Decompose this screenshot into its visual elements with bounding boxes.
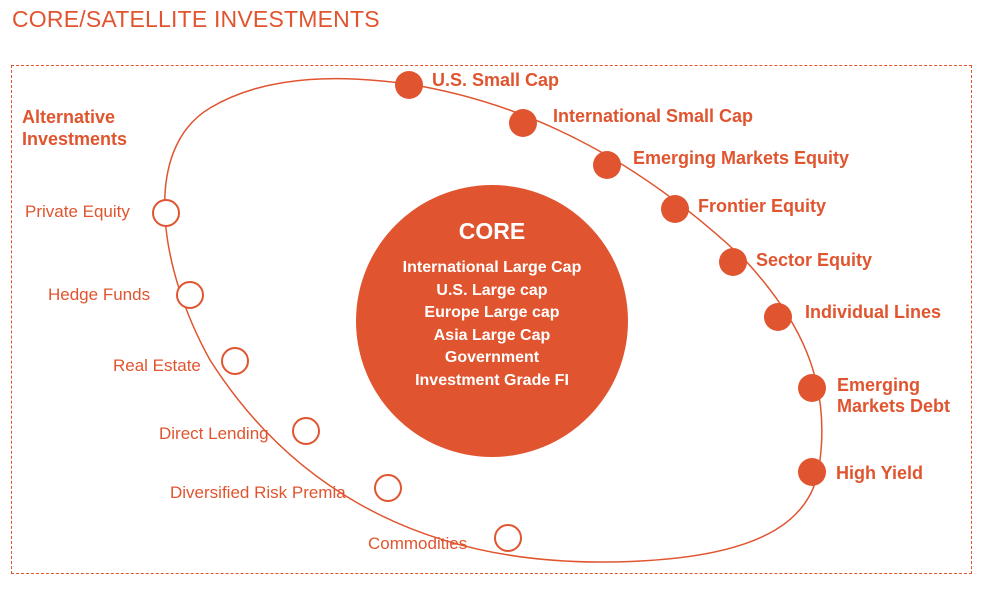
alternative-dot-commodities [494, 524, 522, 552]
satellite-dot-frontier-equity [661, 195, 689, 223]
satellite-dot-individual-lines [764, 303, 792, 331]
alternative-dot-direct-lending [292, 417, 320, 445]
satellite-dot-emerging-markets-equity [593, 151, 621, 179]
core-title: CORE [458, 218, 526, 244]
satellite-label: Individual Lines [805, 302, 942, 322]
core-item: International Large Cap [402, 259, 582, 276]
core-item: U.S. Large cap [436, 281, 548, 299]
satellite-dot-high-yield [798, 458, 826, 486]
satellite-label: Frontier Equity [698, 196, 827, 216]
satellite-label: High Yield [836, 463, 924, 483]
alternative-label: Real Estate [113, 356, 201, 375]
alternative-label: Direct Lending [159, 424, 269, 443]
satellite-dot-sector-equity [719, 248, 747, 276]
core-item: Government [444, 349, 540, 366]
alternative-label: Diversified Risk Premia [170, 483, 346, 502]
core-item: Asia Large Cap [433, 326, 551, 344]
satellite-label: Emerging Markets Debt [837, 375, 951, 416]
satellite-label: U.S. Small Cap [432, 70, 560, 90]
alternative-dot-diversified-risk-premia [374, 474, 402, 502]
satellite-label: Emerging Markets Equity [633, 148, 850, 168]
satellite-dot-international-small-cap [509, 109, 537, 137]
alternative-label: Commodities [368, 534, 468, 553]
core-item: Europe Large cap [424, 304, 560, 321]
alternative-label: Private Equity [25, 202, 130, 221]
alternative-dot-real-estate [221, 347, 249, 375]
core-item: Investment Grade FI [415, 371, 569, 389]
alternative-label: Hedge Funds [48, 285, 151, 304]
satellite-label: International Small Cap [553, 106, 754, 126]
alternative-investments-heading: Alternative Investments [22, 107, 128, 149]
core-circle: CORE International Large Cap U.S. Large … [356, 185, 628, 457]
satellite-dot-emerging-markets-debt [798, 374, 826, 402]
alternative-dot-hedge-funds [176, 281, 204, 309]
core-items: International Large Cap U.S. Large cap E… [356, 257, 628, 392]
satellite-label: Sector Equity [756, 250, 873, 270]
satellite-dot-us-small-cap [395, 71, 423, 99]
dashed-frame [11, 65, 972, 574]
page-title: CORE/SATELLITE INVESTMENTS [12, 6, 380, 32]
alternative-dot-private-equity [152, 199, 180, 227]
